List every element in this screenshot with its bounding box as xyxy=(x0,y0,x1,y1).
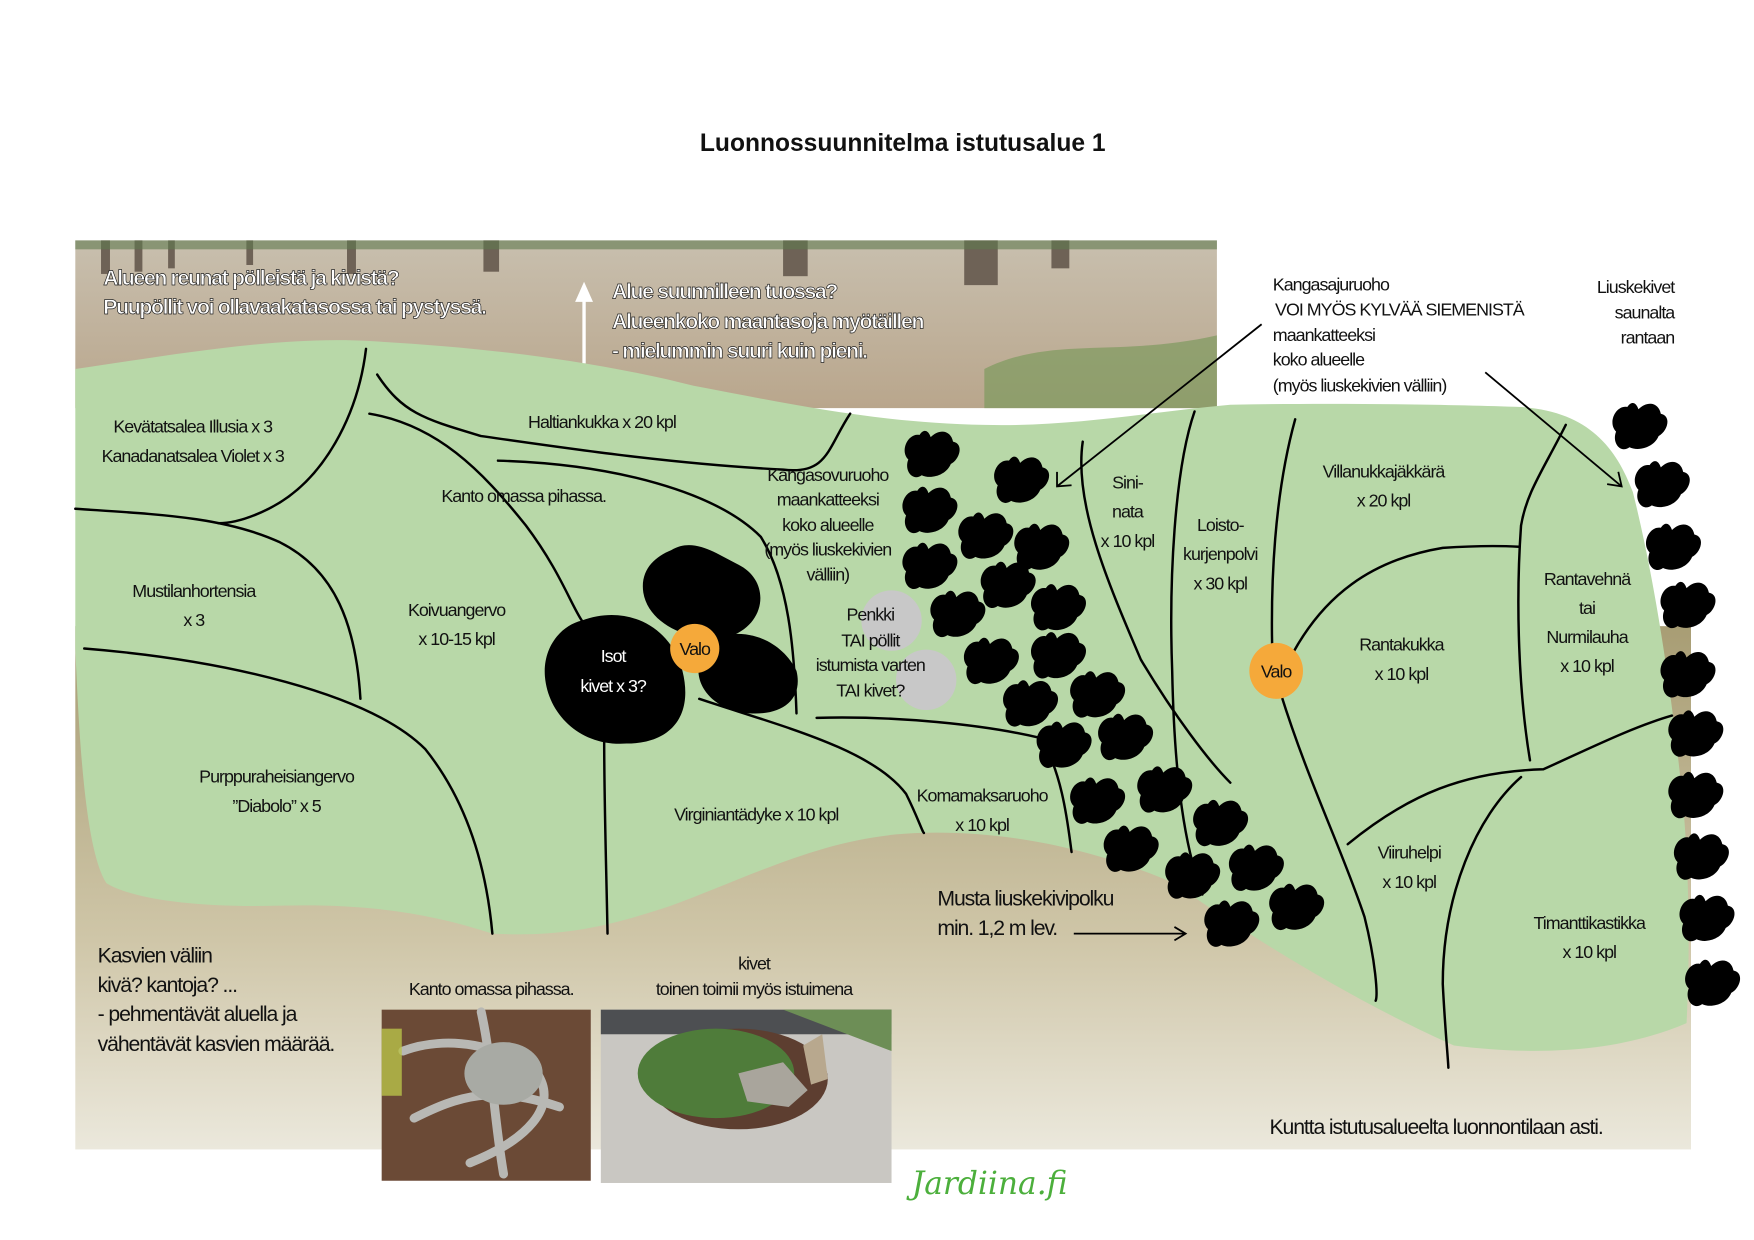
note-groundcover-4: koko alueelle xyxy=(1273,350,1365,370)
planting-area xyxy=(75,340,1689,1051)
photo-note-edges-2: Puupöllit voi ollavaakatasossa tai pysty… xyxy=(103,295,486,319)
label-haltiankukka: Haltiankukka x 20 kpl xyxy=(528,412,676,432)
note-slate-3: rantaan xyxy=(1621,327,1675,347)
label-bench-1: Penkki xyxy=(846,605,894,625)
label-villanukka-1: Villanukkajäkkärä xyxy=(1323,461,1446,481)
note-groundcover-3: maankatteeksi xyxy=(1273,325,1375,345)
label-villanukka-2: x 20 kpl xyxy=(1357,491,1411,511)
svg-text:Valo: Valo xyxy=(680,639,711,659)
arrow-icon xyxy=(1056,323,1263,488)
photo2-caption-2: toinen toimii myös istuimena xyxy=(656,979,853,999)
label-koivuangervo-2: x 10-15 kpl xyxy=(418,629,494,649)
label-kangasovuruoho-3: koko alueelle xyxy=(782,515,874,535)
label-rantavehna-1: Rantavehnä xyxy=(1544,569,1631,589)
big-stones xyxy=(544,545,798,744)
note-path-1: Musta liuskekivipolku xyxy=(937,887,1113,911)
label-koivuangervo-1: Koivuangervo xyxy=(408,600,506,620)
note-between-1: Kasvien väliin xyxy=(98,944,212,968)
stones-photo xyxy=(600,1009,892,1183)
label-rantavehna-3: Nurmilauha xyxy=(1546,627,1628,647)
label-viiruhelpi-2: x 10 kpl xyxy=(1382,872,1436,892)
label-loisto-3: x 30 kpl xyxy=(1193,573,1247,593)
label-komamaksaruoho-2: x 10 kpl xyxy=(955,815,1009,835)
label-hortensia-1: Mustilanhortensia xyxy=(132,581,256,601)
label-purppura-1: Purppuraheisiangervo xyxy=(199,767,355,787)
label-sininata-1: Sini- xyxy=(1112,473,1144,493)
note-between-2: kivä? kantoja? ... xyxy=(98,973,237,997)
note-slate-2: saunalta xyxy=(1615,303,1676,323)
label-purppura-2: ”Diabolo” x 5 xyxy=(232,796,321,816)
note-groundcover-5: (myös liuskekivien välliin) xyxy=(1273,375,1447,395)
label-bench-3: istumista varten xyxy=(816,655,925,675)
note-lawn: Kuntta istutusalueelta luonnontilaan ast… xyxy=(1269,1115,1602,1139)
arrow-icon xyxy=(1484,371,1623,488)
arrow-icon xyxy=(1073,926,1188,942)
label-loisto-1: Loisto- xyxy=(1197,515,1245,535)
photo-note-area-1: Alue suunnilleen tuossa? xyxy=(612,280,837,304)
label-azalea-1: Kevätatsalea Illusia x 3 xyxy=(113,417,273,437)
photo-note-area-3: - mielummin suuri kuin pieni. xyxy=(612,339,867,363)
stump-photo xyxy=(381,1007,591,1181)
photo2-caption-1: kivet xyxy=(738,953,771,973)
label-kangasovuruoho-5: välliin) xyxy=(806,564,849,584)
label-timantti-1: Timanttikastikka xyxy=(1534,913,1646,933)
label-virginia: Virginiantädyke x 10 kpl xyxy=(674,805,838,825)
label-hortensia-2: x 3 xyxy=(183,610,205,630)
bench-spot xyxy=(861,590,922,651)
bench-spot xyxy=(896,649,957,711)
photo1-caption: Kanto omassa pihassa. xyxy=(409,979,574,999)
note-between-3: - pehmentävät aluella ja xyxy=(98,1002,298,1026)
label-sininata-2: nata xyxy=(1112,502,1144,522)
light-marker: Valo xyxy=(670,623,720,674)
light-marker: Valo xyxy=(1249,642,1304,699)
note-groundcover-1: Kangasajuruoho xyxy=(1273,275,1390,295)
label-big-stones-2: kivet x 3? xyxy=(580,676,647,696)
label-kangasovuruoho-1: Kangasovuruoho xyxy=(767,465,889,485)
note-between-4: vähentävät kasvien määrää. xyxy=(98,1032,335,1056)
jardiina-logo: Jardiina.fi xyxy=(906,1166,1068,1202)
label-rantavehna-4: x 10 kpl xyxy=(1560,656,1614,676)
svg-text:Valo: Valo xyxy=(1261,662,1292,682)
label-big-stones-1: Isot xyxy=(601,646,627,666)
label-timantti-2: x 10 kpl xyxy=(1562,942,1616,962)
label-bench-4: TAI kivet? xyxy=(836,681,905,701)
photo-note-area-2: Alueenkoko maantasoja myötäillen xyxy=(612,310,923,334)
page-title: Luonnossuunnitelma istutusalue 1 xyxy=(700,130,1106,157)
label-kangasovuruoho-2: maankatteeksi xyxy=(777,489,879,509)
label-komamaksaruoho-1: Komamaksaruoho xyxy=(917,786,1049,806)
bed-borders xyxy=(74,347,1674,1070)
label-rantavehna-2: tai xyxy=(1579,598,1595,618)
label-sininata-3: x 10 kpl xyxy=(1101,531,1155,551)
label-kanto: Kanto omassa pihassa. xyxy=(441,486,606,506)
arrow-up-icon xyxy=(575,281,593,364)
label-rantakukka-1: Rantakukka xyxy=(1359,635,1444,655)
note-path-2: min. 1,2 m lev. xyxy=(937,916,1057,940)
note-groundcover-2: VOI MYÖS KYLVÄÄ SIEMENISTÄ xyxy=(1275,299,1525,319)
photo-note-edges-1: Alueen reunat pölleistä ja kivistä? xyxy=(103,266,399,290)
label-viiruhelpi-1: Viiruhelpi xyxy=(1378,843,1441,863)
label-bench-2: TAI pöllit xyxy=(841,630,900,650)
label-loisto-2: kurjenpolvi xyxy=(1183,544,1257,564)
label-kangasovuruoho-4: (myös liuskekivien xyxy=(764,540,891,560)
label-azalea-2: Kanadanatsalea Violet x 3 xyxy=(102,446,285,466)
label-rantakukka-2: x 10 kpl xyxy=(1375,664,1429,684)
note-slate-1: Liuskekivet xyxy=(1597,277,1675,297)
